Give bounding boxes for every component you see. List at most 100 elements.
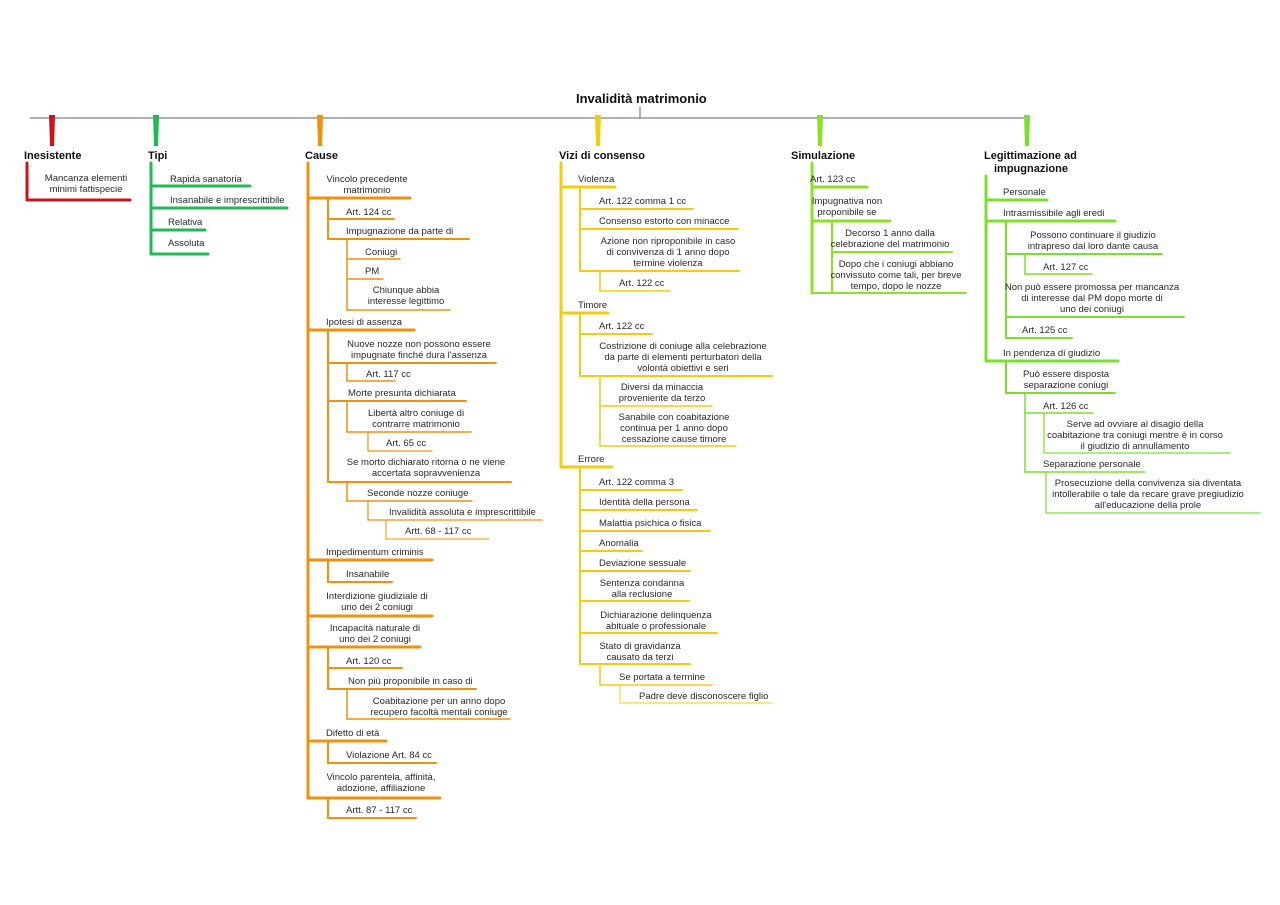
node-line: proveniente da terzo [618,393,706,404]
node-line: intollerabile o tale da recare grave pre… [1052,489,1244,500]
node-line: celebrazione del matrimonio [830,239,950,250]
tab-tipi [153,115,159,146]
node-line: Dichiarazione delinquenza [600,610,712,621]
branch-title-legittimazione: Legittimazione ad impugnazione [984,150,1077,176]
node-line: Decorso 1 anno dalla [845,228,935,239]
node-puo-essere-disposta: Può essere disposta separazione coniugi [1018,369,1114,391]
node-line: Serve ad ovviare al disagio della [1066,419,1204,430]
node-line: causato da terzi [606,652,674,663]
node-diversi-minaccia: Diversi da minaccia proveniente da terzo [610,382,714,404]
node-line: Vincolo precedente [326,174,408,185]
node-art-122-comma-3: Art. 122 comma 3 [599,477,674,488]
node-line: il giudizio di annullamento [1080,441,1190,452]
node-line: tempo, dopo le nozze [850,281,942,292]
node-sanabile-coabitazione: Sanabile con coabitazione continua per 1… [610,412,738,445]
tab-inesistente [49,115,55,146]
node-line: Azione non riproponibile in caso [600,236,736,247]
node-decorso-anno: Decorso 1 anno dalla celebrazione del ma… [828,228,952,250]
node-line: di interesse dal PM dopo morte di [1021,293,1163,304]
node-seconde-nozze: Seconde nozze coniuge [367,488,469,499]
node-azione-non-riproponibile: Azione non riproponibile in caso di conv… [593,236,743,269]
node-line: Impugnativa non [811,196,883,207]
node-line: Diversi da minaccia [620,382,704,393]
node-line: Non può essere promossa per mancanza [1004,282,1180,293]
node-mancanza-elementi: Mancanza elementi minimi fattispecie [44,173,128,195]
node-dichiarazione-delinquenza: Dichiarazione delinquenza abituale o pro… [594,610,718,632]
node-padre-disconoscere: Padre deve disconoscere figlio [639,691,769,702]
root-title: Invalidità matrimonio [576,91,707,106]
node-coabitazione-anno: Coabitazione per un anno dopo recupero f… [364,696,514,718]
node-line: contrarre matrimonio [372,419,460,430]
node-coniugi: Coniugi [365,247,398,258]
node-liberta: Libertà altro coniuge di contrarre matri… [360,408,472,430]
node-artt-87-117: Artt. 87 - 117 cc [346,805,413,816]
node-dopo-convissuto: Dopo che i coniugi abbiano convissuto co… [826,259,966,292]
node-line: volontà obiettivi e seri [637,363,729,374]
node-impedimentum: Impedimentum criminis [326,547,424,558]
node-line: continua per 1 anno dopo [620,423,728,434]
node-line: Incapacità naturale di [329,623,421,634]
node-line: alla reclusione [611,589,673,600]
node-line: Libertà altro coniuge di [367,408,465,419]
branch-title-inesistente: Inesistente [24,150,82,162]
node-line: cessazione cause timore [621,434,727,445]
node-art-122-violenza: Art. 122 cc [619,278,665,289]
node-line: Sentenza condanna [599,578,685,589]
node-line: Interdizione giudiziale di [326,591,428,602]
node-art-122-timore: Art. 122 cc [599,321,645,332]
tab-cause [317,115,323,146]
node-vincolo-precedente: Vincolo precedente matrimonio [322,174,412,196]
branch-title-vizi: Vizi di consenso [559,150,645,162]
node-art-126: Art. 126 cc [1043,401,1089,412]
node-violenza: Violenza [578,174,615,185]
node-line: recupero facoltà mentali coniuge [370,707,508,718]
node-timore: Timore [578,300,608,311]
node-line: all'educazione della prole [1094,500,1202,511]
node-line: uno dei 2 coniugi [341,602,413,613]
node-art-122-comma-1: Art. 122 comma 1 cc [599,196,687,207]
node-line: uno dei coniugi [1060,304,1124,315]
node-art-65: Art. 65 cc [386,438,427,449]
tab-simulazione [817,115,823,146]
node-line: Può essere disposta [1022,369,1110,380]
node-line: abituale o professionale [605,621,707,632]
branch-title-simulazione: Simulazione [791,150,856,162]
node-line: intrapreso dal loro dante causa [1027,241,1159,252]
node-line: uno dei 2 coniugi [339,634,411,645]
node-art-117: Art. 117 cc [366,369,411,380]
node-art-120: Art. 120 cc [346,656,392,667]
node-deviazione-sessuale: Deviazione sessuale [599,558,687,569]
node-line: termine violenza [633,258,703,269]
node-costrizione: Costrizione di coniuge alla celebrazione… [594,341,772,374]
node-sentenza-condanna: Sentenza condanna alla reclusione [594,578,690,600]
branch-title-legittimazione-line1: Legittimazione ad [984,150,1077,162]
node-line: matrimonio [343,185,391,196]
node-line: Dopo che i coniugi abbiano [838,259,954,270]
node-line: Costrizione di coniuge alla celebrazione [599,341,767,352]
node-line: proponibile se [817,207,877,218]
node-line: coabitazione tra coniugi mentre è in cor… [1047,430,1223,441]
node-chiunque: Chiunque abbia interesse legittimo [360,285,452,307]
node-morte-presunta: Morte presunta dichiarata [348,388,456,399]
node-se-morto: Se morto dichiarato ritorna o ne viene a… [340,457,512,479]
node-insanabile-imprescrittibile: Insanabile e imprescrittibile [170,195,285,206]
node-line: da parte di elementi perturbatori della [604,352,762,363]
node-line: Mancanza elementi [44,173,128,184]
node-invalidita-assoluta: Invalidità assoluta e imprescrittibile [389,507,536,518]
node-serve-ovviare: Serve ad ovviare al disagio della coabit… [1040,419,1230,452]
node-line: Sanabile con coabitazione [618,412,730,423]
node-line: Coabitazione per un anno dopo [372,696,506,707]
node-line: Prosecuzione della convivenza sia divent… [1054,478,1242,489]
node-pendenza-giudizio: In pendenza di giudizio [1003,348,1101,359]
node-line: accertata sopravvenienza [371,468,481,479]
node-consenso-estorto: Consenso estorto con minacce [599,216,730,227]
node-line: impugnate finché dura l'assenza [351,350,487,361]
node-line: Nuove nozze non possono essere [347,339,491,350]
node-prosecuzione-convivenza: Prosecuzione della convivenza sia divent… [1036,478,1260,511]
node-artt-68-117: Artt. 68 - 117 cc [405,526,472,537]
node-rapida-sanatoria: Rapida sanatoria [170,174,242,185]
node-line: interesse legittimo [367,296,445,307]
node-intrasmissibile: Intrasmissibile agli eredi [1003,208,1105,219]
node-identita-persona: Identità della persona [599,497,690,508]
